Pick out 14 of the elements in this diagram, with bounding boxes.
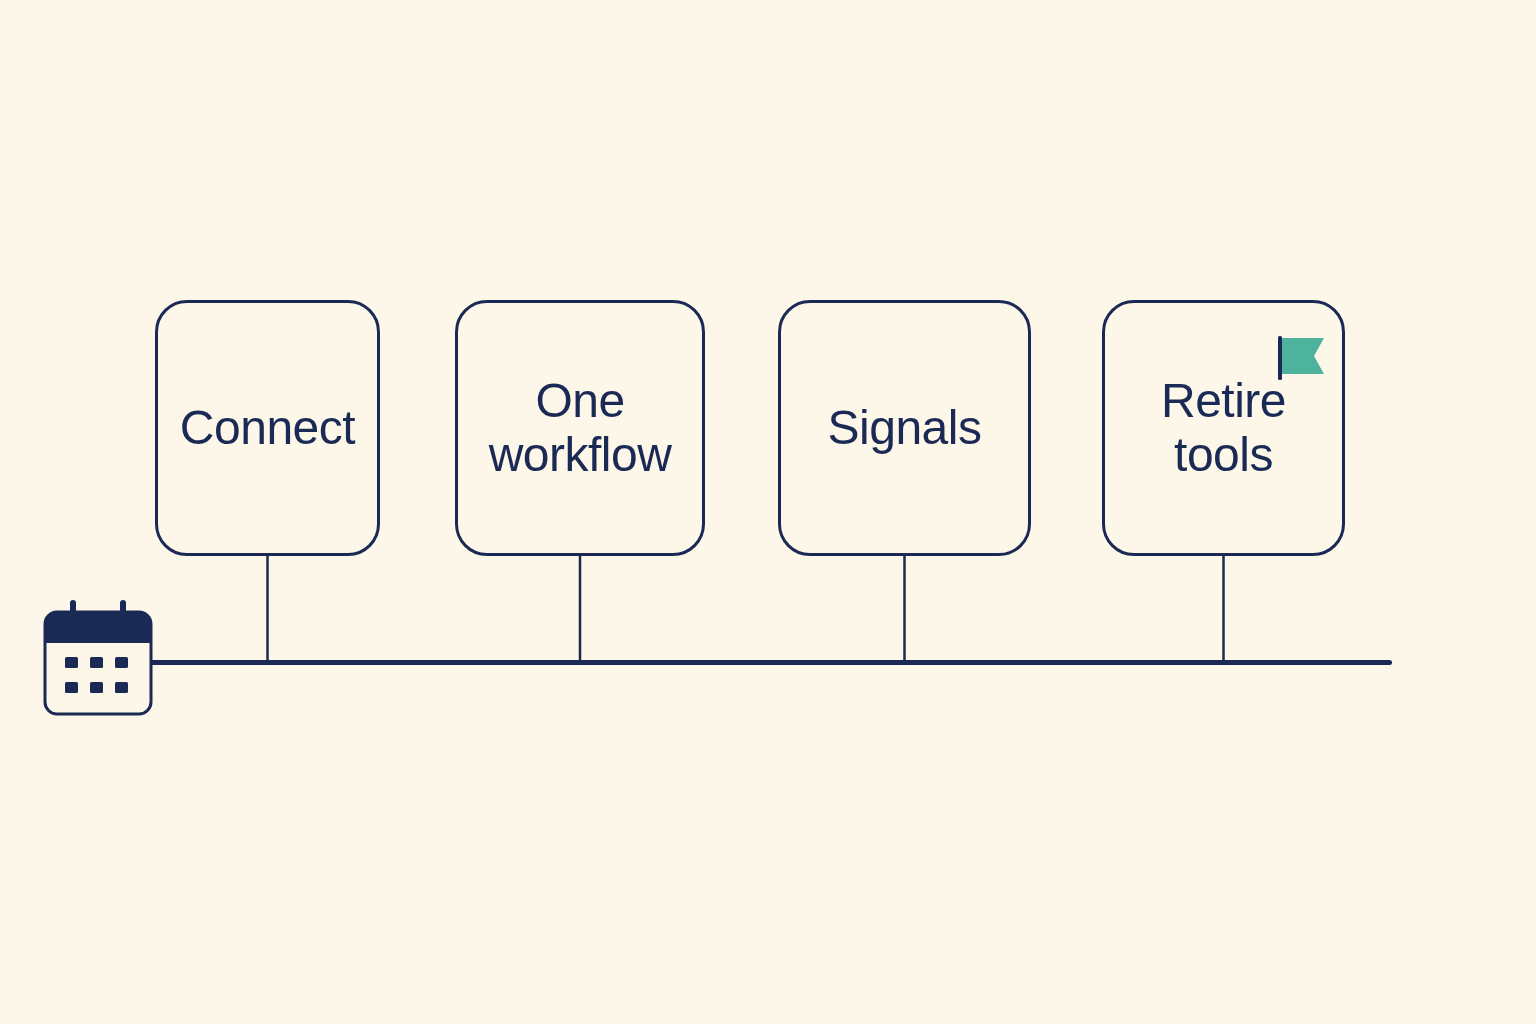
step-label: Signals bbox=[827, 401, 982, 455]
connector-line bbox=[578, 556, 582, 660]
connector-line bbox=[266, 556, 269, 660]
step-box bbox=[1102, 300, 1345, 556]
step-label: Connect bbox=[179, 401, 356, 455]
step-box bbox=[155, 300, 380, 556]
timeline-bar bbox=[150, 660, 1392, 665]
step-box bbox=[455, 300, 705, 556]
step-box bbox=[778, 300, 1031, 556]
step-label: One workflow bbox=[487, 374, 673, 482]
step-label: Retire tools bbox=[1159, 374, 1287, 482]
connector-line bbox=[1222, 556, 1225, 660]
connector-line bbox=[903, 556, 906, 660]
calendar-icon bbox=[43, 599, 153, 717]
